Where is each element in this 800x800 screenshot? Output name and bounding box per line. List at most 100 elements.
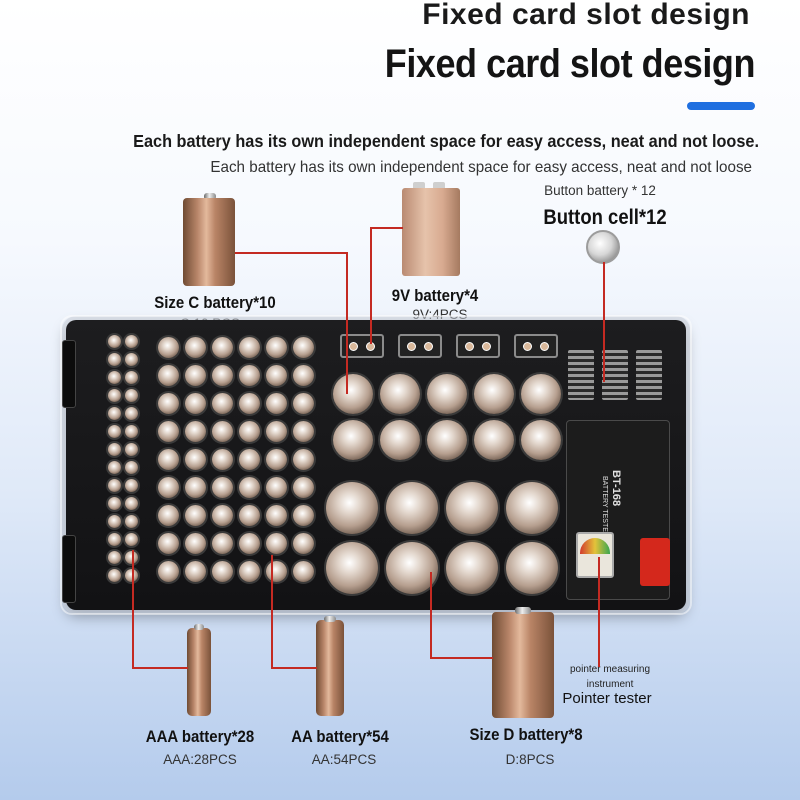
aaa-slot xyxy=(125,443,138,456)
callout-button xyxy=(603,262,605,382)
c-slot xyxy=(521,420,561,460)
aaa-slot xyxy=(125,515,138,528)
aaa-battery-image xyxy=(187,628,211,716)
aa-slot xyxy=(239,393,260,414)
aa-slot xyxy=(185,393,206,414)
aaa-slot xyxy=(125,353,138,366)
aa-slot xyxy=(185,449,206,470)
aa-slot xyxy=(185,365,206,386)
c-slot xyxy=(474,374,514,414)
tester-gauge xyxy=(576,532,614,578)
aa-slot xyxy=(212,337,233,358)
aa-slot xyxy=(158,421,179,442)
aa-slot xyxy=(293,477,314,498)
tester-label: Pointer tester xyxy=(562,690,652,707)
d-slot xyxy=(386,482,438,534)
c-slot xyxy=(380,420,420,460)
tester-gauge-scale xyxy=(580,538,610,554)
aa-slot xyxy=(158,477,179,498)
nine-v-terminal-right xyxy=(433,182,445,190)
aa-slot xyxy=(293,337,314,358)
d-battery-image xyxy=(492,612,554,718)
aa-slot xyxy=(266,561,287,582)
page-title: Fixed card slot design xyxy=(384,42,756,86)
callout-c xyxy=(235,252,347,254)
aa-slot xyxy=(293,365,314,386)
aa-slot xyxy=(239,421,260,442)
aa-slot xyxy=(239,477,260,498)
aa-slot xyxy=(212,449,233,470)
aa-slot xyxy=(293,533,314,554)
aaa-slot xyxy=(108,371,121,384)
aaa-slot xyxy=(125,479,138,492)
c-slot xyxy=(333,420,373,460)
aaa-slot xyxy=(108,497,121,510)
aaa-slot xyxy=(108,389,121,402)
nine-v-battery-image xyxy=(402,188,460,276)
callout-aaa xyxy=(132,550,134,668)
aa-slot xyxy=(239,533,260,554)
callout-d xyxy=(430,572,432,658)
aaa-slot xyxy=(125,497,138,510)
aa-slot xyxy=(212,533,233,554)
aa-slot xyxy=(158,505,179,526)
aaa-slot xyxy=(125,533,138,546)
aa-slot xyxy=(185,477,206,498)
aa-slot xyxy=(266,337,287,358)
nine-v-terminal-left xyxy=(413,182,425,190)
aa-battery-image xyxy=(316,620,344,716)
aa-count: AA:54PCS xyxy=(311,752,377,767)
button-cell-holder xyxy=(568,350,594,400)
aa-slot xyxy=(185,561,206,582)
aa-slot xyxy=(293,421,314,442)
tester-model-text: BT-168 xyxy=(610,470,622,507)
aaa-slot xyxy=(125,425,138,438)
tester-label-small: pointer measuring instrument xyxy=(569,664,651,690)
aa-slot xyxy=(212,505,233,526)
callout-aa xyxy=(271,555,273,668)
title-accent-bar xyxy=(687,102,755,110)
aa-slot xyxy=(293,393,314,414)
aaa-slot xyxy=(125,335,138,348)
aaa-slot xyxy=(108,569,121,582)
hinge-top xyxy=(62,340,76,408)
button-cell-count: Button battery * 12 xyxy=(544,183,656,198)
nine-v-slot xyxy=(456,334,500,358)
aa-slot xyxy=(266,449,287,470)
aaa-slot xyxy=(108,533,121,546)
c-slot xyxy=(474,420,514,460)
aaa-slot xyxy=(108,515,121,528)
aa-slot xyxy=(293,561,314,582)
button-cell-holder xyxy=(636,350,662,400)
aaa-slot xyxy=(108,407,121,420)
page-subtitle-ghost: Each battery has its own independent spa… xyxy=(210,159,752,176)
aa-slot xyxy=(212,393,233,414)
aa-slot xyxy=(158,393,179,414)
tester-caption-text: BATTERY TESTER xyxy=(601,476,608,537)
button-cell-image xyxy=(586,230,620,264)
title-ghost-text: Fixed card slot design xyxy=(422,0,750,31)
aa-slot xyxy=(158,365,179,386)
aaa-slot xyxy=(108,425,121,438)
aa-battery-cap xyxy=(324,616,336,622)
c-battery-cap xyxy=(204,193,216,200)
aaa-slot xyxy=(108,551,121,564)
d-slot xyxy=(326,482,378,534)
c-slot xyxy=(521,374,561,414)
aaa-battery-cap xyxy=(194,624,204,630)
aa-slot xyxy=(266,365,287,386)
callout-9v xyxy=(370,227,372,344)
aa-slot xyxy=(239,505,260,526)
aaa-slot xyxy=(125,389,138,402)
aaa-slot xyxy=(108,353,121,366)
c-battery-image xyxy=(183,198,235,286)
aaa-slot xyxy=(125,551,138,564)
tester-red-switch xyxy=(640,538,670,586)
aa-slot xyxy=(266,421,287,442)
d-battery-cap xyxy=(515,607,531,614)
aa-slot xyxy=(185,505,206,526)
button-cell-holder xyxy=(602,350,628,400)
aa-slot xyxy=(158,533,179,554)
d-slot xyxy=(506,482,558,534)
aa-slot xyxy=(266,533,287,554)
